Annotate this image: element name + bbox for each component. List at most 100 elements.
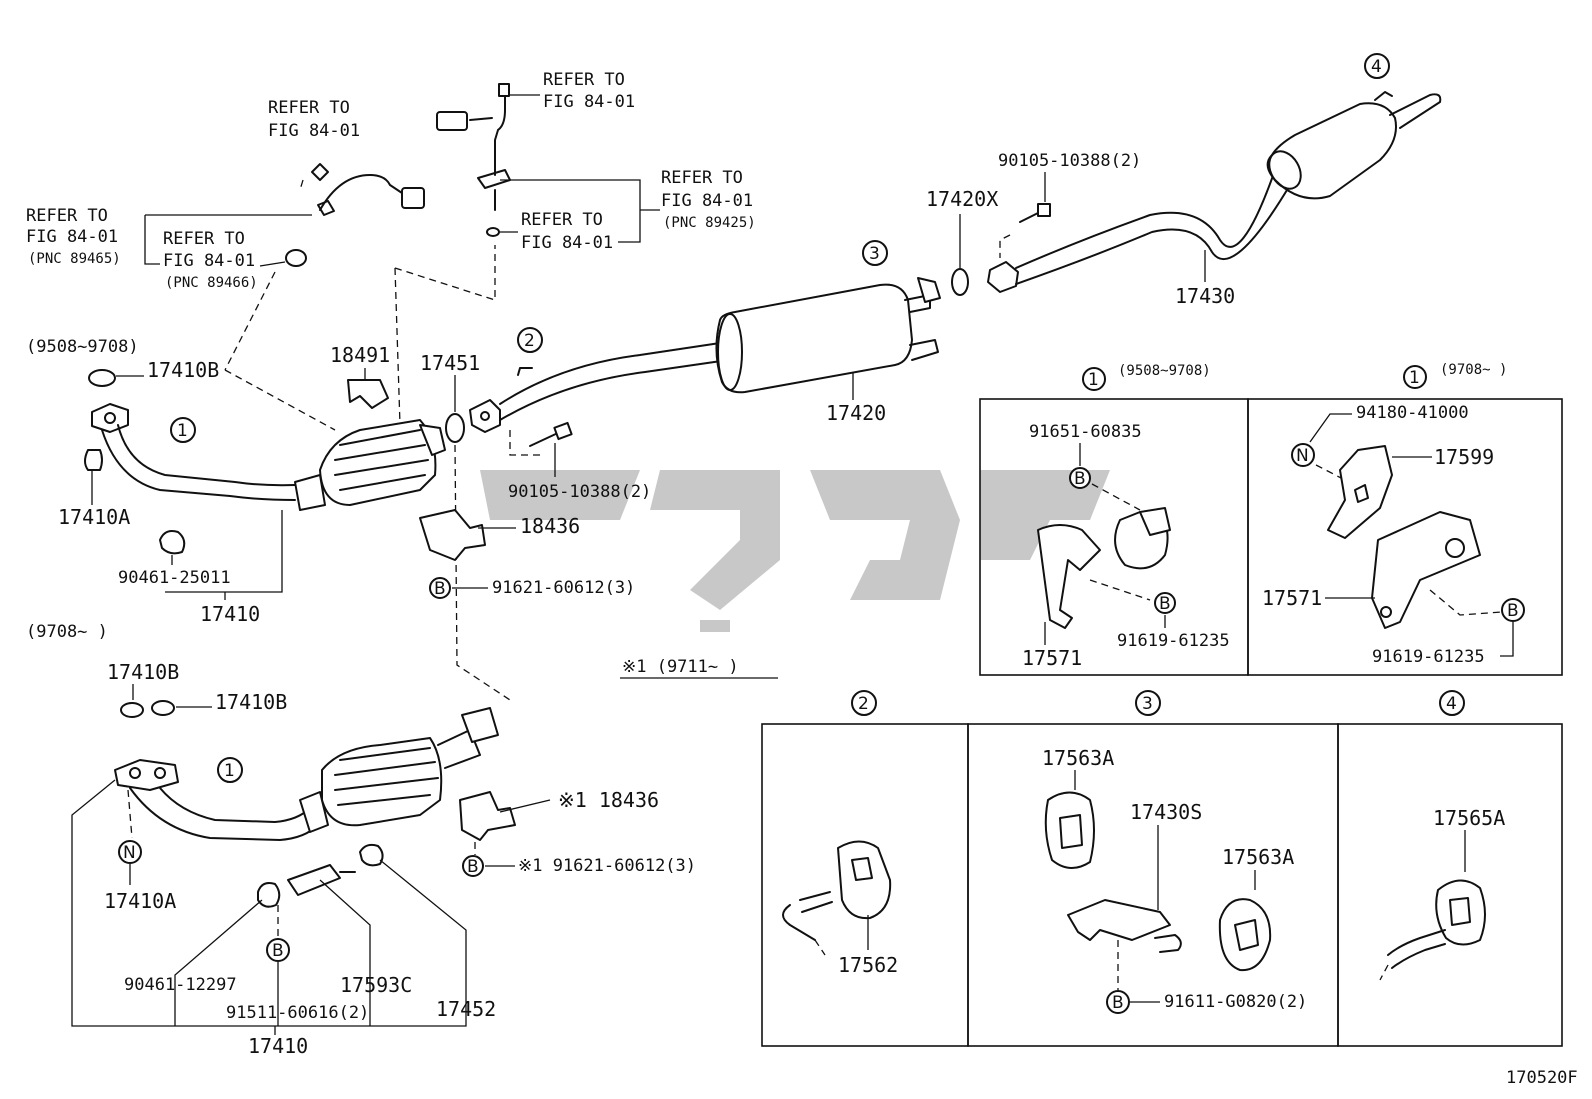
part-number-91621: 91621-60612(3) — [492, 578, 635, 598]
callout-1-text: 1 — [224, 761, 235, 781]
bracket-hole — [1354, 484, 1369, 503]
part-number-17563A: 17563A — [1042, 746, 1114, 770]
leader-line — [259, 261, 286, 267]
hanger-rod — [799, 891, 833, 913]
callout-4 — [1439, 690, 1465, 716]
part-number-17430S: 17430S — [1130, 800, 1202, 824]
o2-sensor-rear — [436, 83, 511, 237]
callout-b — [266, 938, 290, 962]
fig-label: FIG 84-01 — [661, 191, 753, 211]
part-number-17571: 17571 — [1022, 646, 1082, 670]
refer-label: REFER TO — [268, 98, 350, 118]
callout-1-text: 1 — [1409, 368, 1420, 388]
o2-sensor-front — [285, 163, 425, 267]
part-number-94180: 94180-41000 — [1356, 403, 1469, 423]
group-bracket — [71, 779, 467, 1027]
part-number-17410A: 17410A — [104, 889, 176, 913]
callout-b-text: B — [1074, 469, 1086, 489]
callout-4-text: 4 — [1371, 57, 1382, 77]
range-label: (9508~9708) — [26, 337, 139, 357]
hanger-hole — [1449, 897, 1471, 926]
callout-b — [429, 577, 451, 599]
part-number-91511: 91511-60616(2) — [226, 1003, 369, 1023]
part-number-17420: 17420 — [826, 401, 886, 425]
part-number-91619: 91619-61235 — [1117, 631, 1230, 651]
leader-line — [165, 510, 283, 593]
note-label: ※1 (9711~ ) — [622, 657, 739, 677]
callout-3-text: 3 — [1142, 694, 1153, 714]
fig-label: FIG 84-01 — [543, 92, 635, 112]
part-number-91611: 91611-G0820(2) — [1164, 992, 1307, 1012]
front-exhaust-pipe-bottom — [114, 707, 499, 841]
part-number-17430: 17430 — [1175, 284, 1235, 308]
fig-label: FIG 84-01 — [26, 227, 118, 247]
fig-label: FIG 84-01 — [268, 121, 360, 141]
tail-pipe-muffler — [987, 91, 1442, 293]
part-number-91651: 91651-60835 — [1029, 422, 1142, 442]
hanger-hole — [851, 857, 873, 881]
part-number-17599: 17599 — [1434, 445, 1494, 469]
part-number-90105: 90105-10388(2) — [508, 482, 651, 502]
part-number-17410A: 17410A — [58, 505, 130, 529]
callout-b — [1154, 592, 1176, 614]
pnc-label: (PNC 89425) — [663, 215, 756, 231]
callout-b — [1106, 990, 1130, 1014]
detail-box-bracket-late — [1247, 398, 1563, 676]
bolt-90105 — [529, 431, 561, 447]
callout-2-text: 2 — [524, 331, 535, 351]
gasket-17452 — [359, 843, 384, 867]
callout-n — [1291, 443, 1315, 467]
callout-n-text: N — [123, 843, 136, 863]
callout-2 — [851, 690, 877, 716]
center-muffler — [715, 277, 941, 394]
bracket-18436-b — [459, 791, 516, 841]
part-number-90105-b: 90105-10388(2) — [998, 151, 1141, 171]
heat-insulator-18491 — [347, 379, 389, 409]
refer-label: REFER TO — [163, 229, 245, 249]
callout-b — [1069, 467, 1091, 489]
part-number-17571-b: 17571 — [1262, 586, 1322, 610]
leader-line — [174, 899, 263, 1026]
bolt-90105-b — [1019, 211, 1041, 223]
hanger-hole — [1234, 919, 1259, 951]
callout-1 — [170, 417, 196, 443]
leader-line — [1500, 622, 1514, 657]
part-number-17562: 17562 — [838, 953, 898, 977]
rubber-hanger-17563A — [1044, 791, 1095, 869]
refer-label: REFER TO — [543, 70, 625, 90]
clamp-90461 — [159, 530, 186, 555]
callout-3 — [862, 240, 888, 266]
gasket-17410B — [151, 700, 175, 716]
range-label: (9508~9708) — [1118, 363, 1211, 379]
range-label: (9708~ ) — [1440, 362, 1507, 378]
bracket-17571-b — [1371, 511, 1481, 629]
gasket-17420X — [951, 268, 969, 296]
bracket-17571 — [1037, 524, 1101, 629]
front-exhaust-pipe-top — [91, 403, 326, 511]
callout-2-text: 2 — [858, 694, 869, 714]
callout-1-text: 1 — [177, 421, 188, 441]
bolt-head — [1037, 203, 1051, 217]
callout-1-text: 1 — [1088, 370, 1099, 390]
dashed-line — [394, 245, 496, 301]
hanger-rod — [782, 904, 816, 941]
callout-b-text: B — [272, 941, 284, 961]
bracket-17599 — [1327, 445, 1393, 539]
callout-4 — [1364, 53, 1390, 79]
pnc-label: (PNC 89466) — [165, 275, 258, 291]
dashed-line — [1091, 483, 1141, 511]
callout-n-text: N — [1296, 446, 1309, 466]
fig-label: FIG 84-01 — [521, 233, 613, 253]
part-number-17593C: 17593C — [340, 973, 412, 997]
leader-line — [500, 179, 641, 243]
pnc-label: (PNC 89465) — [28, 251, 121, 267]
bracket-hole — [1380, 606, 1392, 618]
center-exhaust-pipe — [469, 339, 743, 433]
callout-b — [1501, 598, 1525, 622]
dashed-line — [1379, 964, 1389, 981]
gasket-17451 — [445, 413, 465, 443]
bracket-hole — [1445, 538, 1465, 558]
detail-box-hanger-4 — [1337, 723, 1563, 1047]
watermark-logo — [480, 470, 1110, 632]
